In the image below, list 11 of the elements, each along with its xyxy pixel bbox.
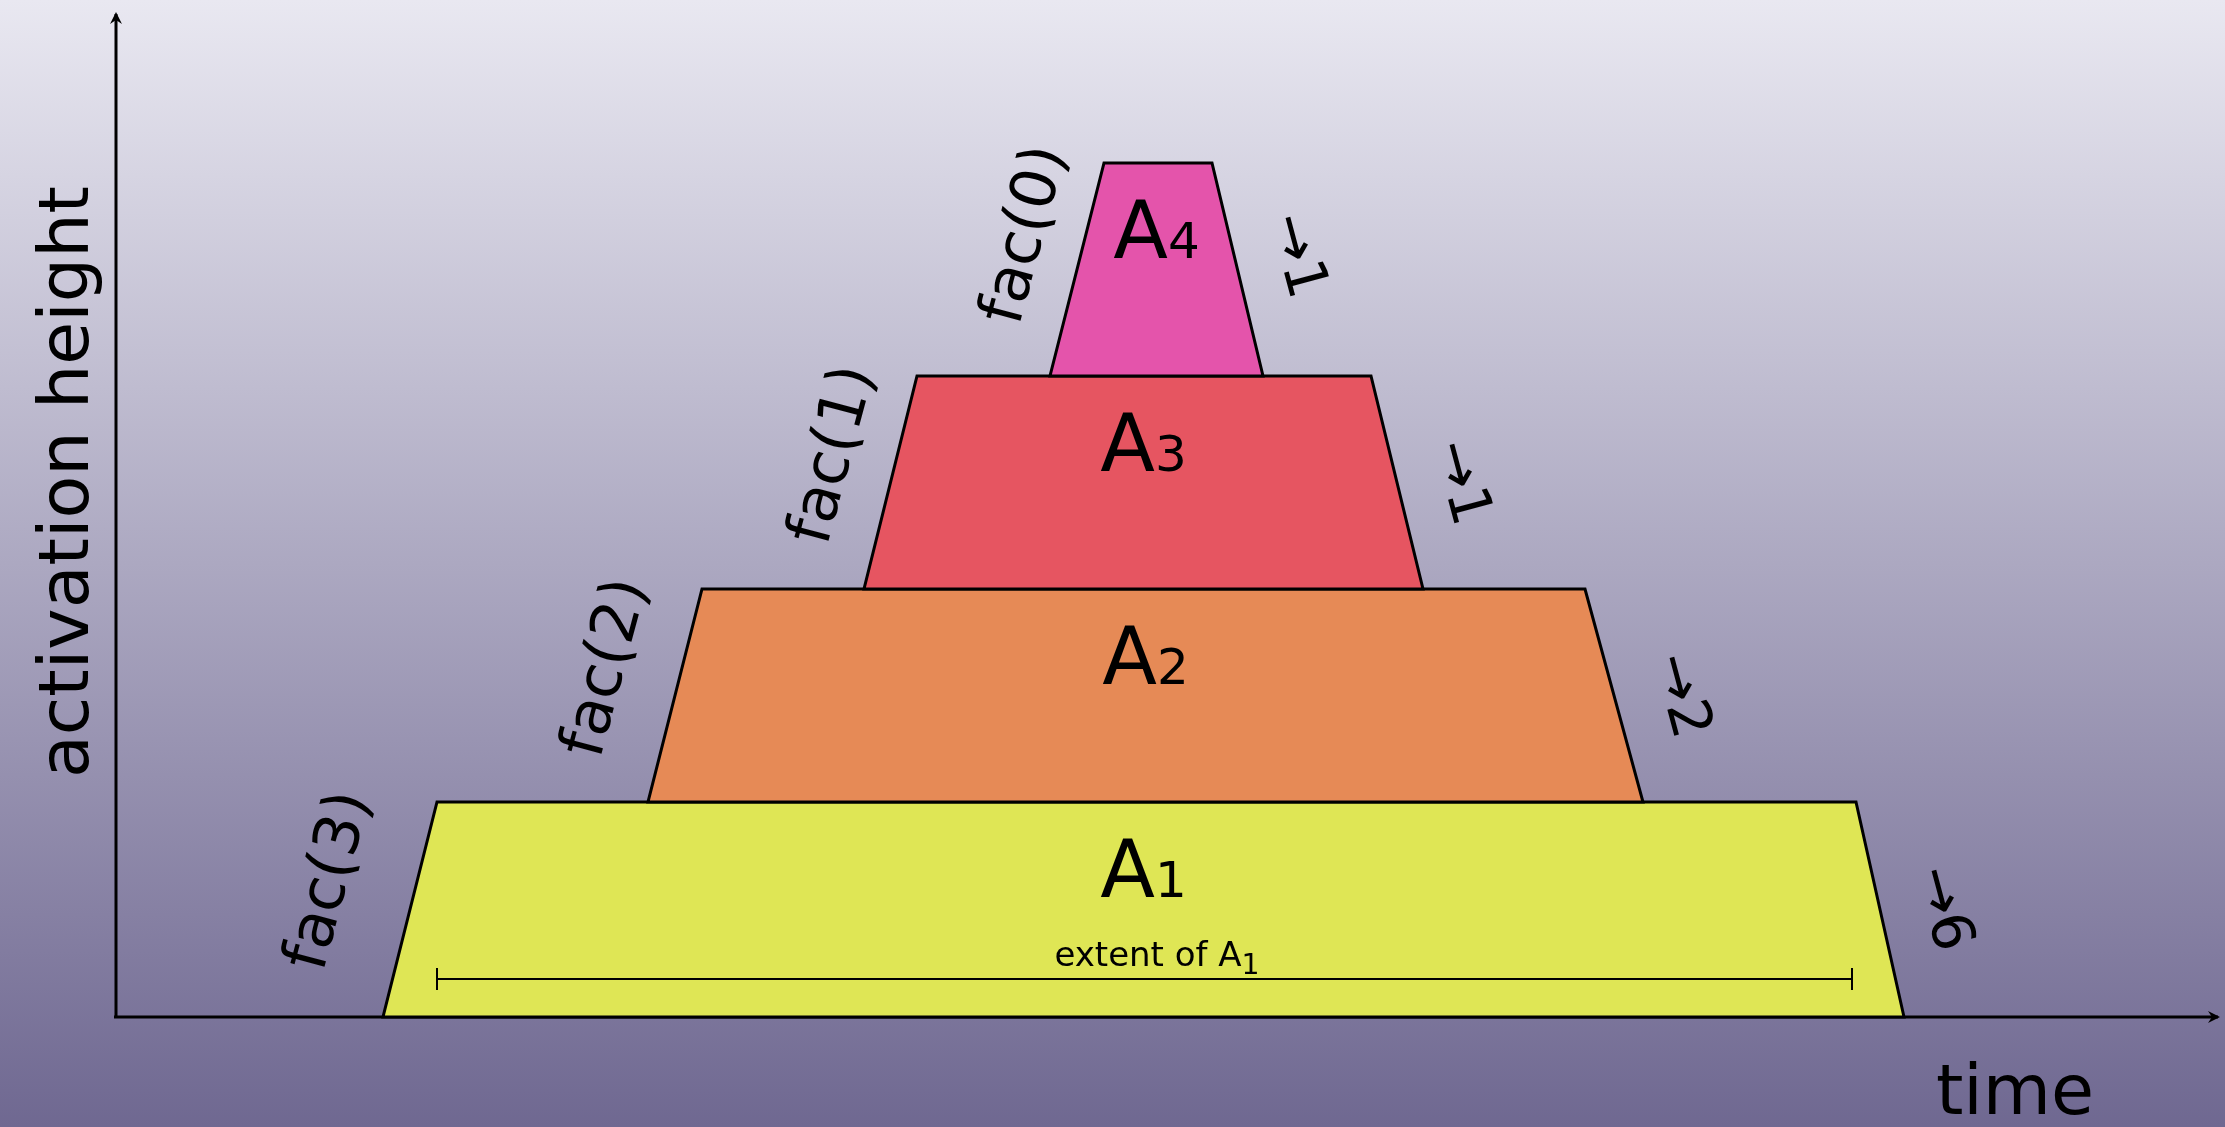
function-call-label: fac(1) [776,358,884,550]
function-call-label: fac(2) [549,571,657,763]
activation-record-trapezoid [383,802,1904,1017]
axis-title: time [1935,1055,2095,1125]
return-value-label: →1 [1424,433,1504,531]
return-value-label: →6 [1906,859,1986,957]
function-call-label: fac(3) [272,784,380,976]
return-value-label: →2 [1644,646,1724,744]
dimension-label: extent of A$_{1}$ [1054,936,1260,980]
return-value-label: →1 [1260,206,1340,304]
function-call-label: fac(0) [968,138,1076,330]
